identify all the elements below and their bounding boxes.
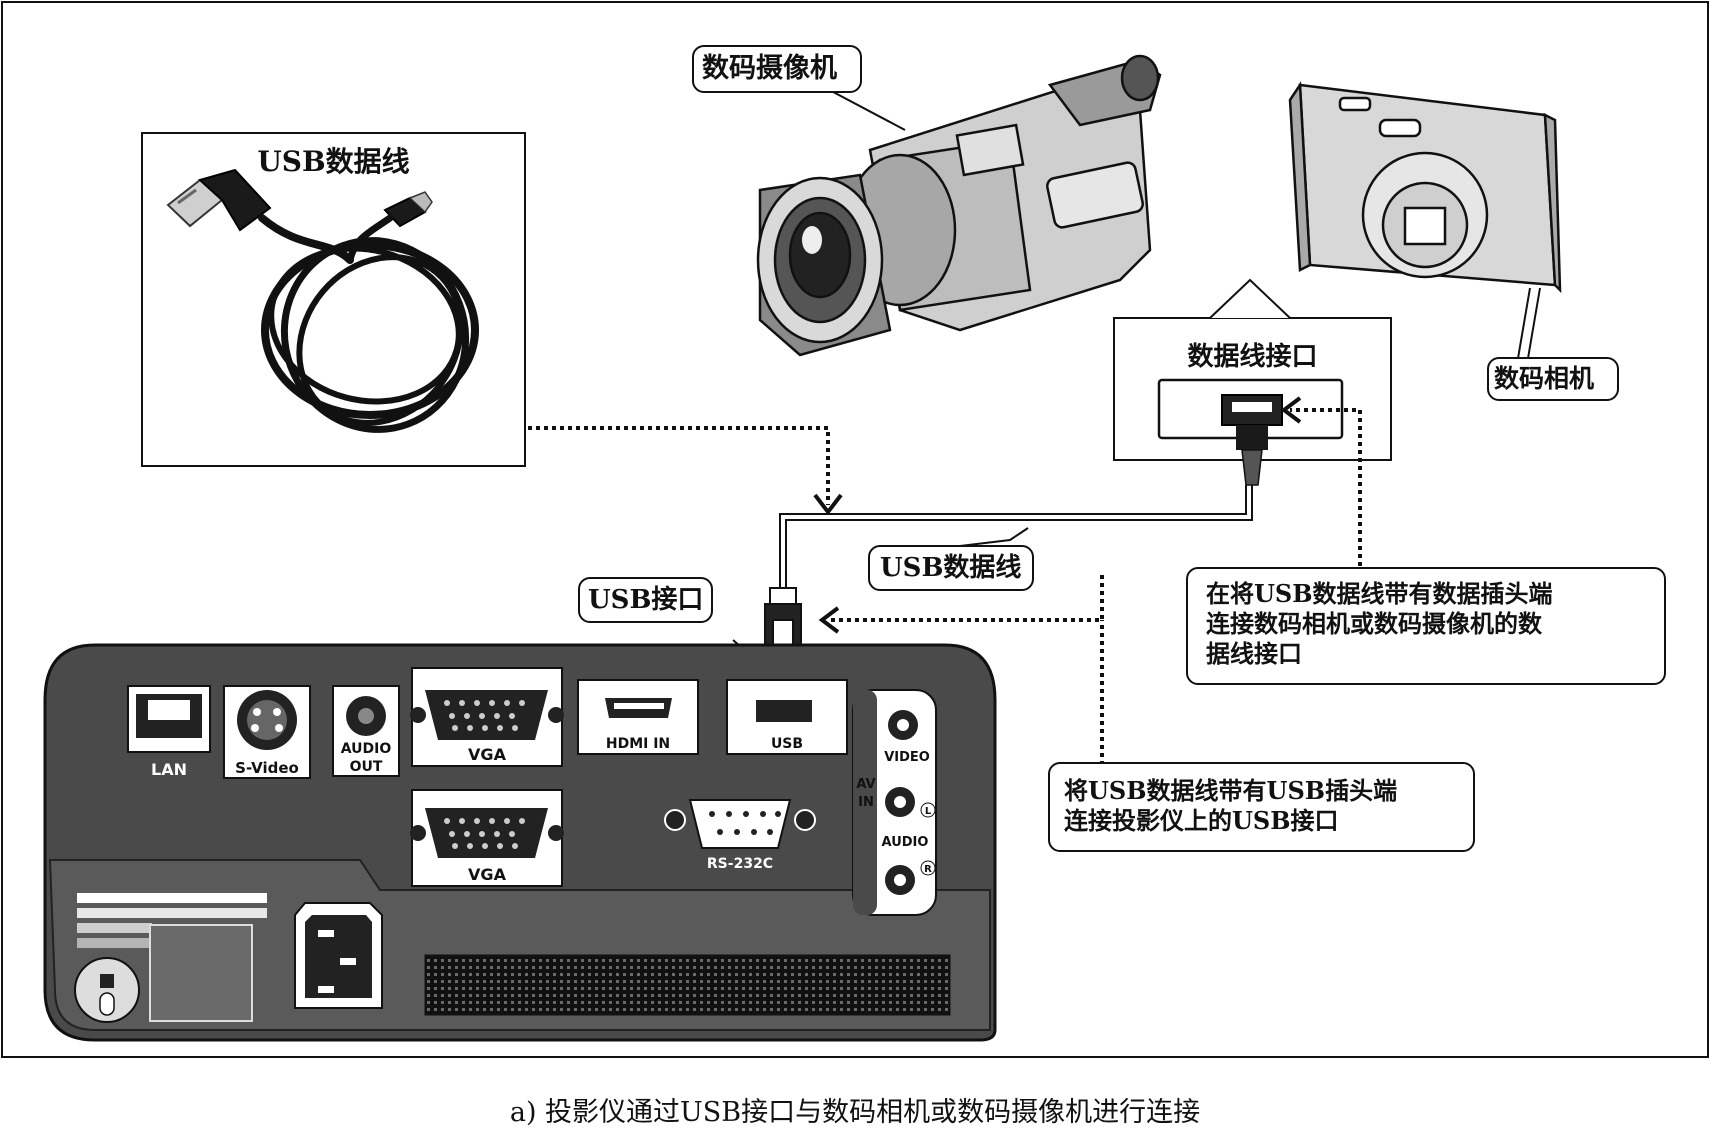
av-in-label-2: IN — [858, 795, 874, 810]
audio-label: AUDIO — [882, 835, 929, 850]
vga-connector-icon — [425, 690, 548, 740]
vga-bottom-label: VGA — [468, 865, 507, 884]
projector-end-note-line-2: 连接投影仪上的USB接口 — [1064, 806, 1339, 835]
dotted-arrows — [528, 408, 1362, 765]
svideo-label: S-Video — [235, 759, 299, 777]
panel-stripes — [77, 893, 267, 948]
audio-l-label: L — [925, 806, 932, 817]
hdmi-label: HDMI IN — [606, 736, 670, 752]
mini-usb-plug-icon — [383, 191, 433, 228]
digital-camera-illustration — [1288, 81, 1562, 294]
camcorder-illustration — [756, 54, 1162, 357]
camera-end-note: 在将USB数据线带有数据插头端 连接数码相机或数码摄像机的数 据线接口 — [1186, 567, 1666, 685]
video-label: VIDEO — [884, 750, 930, 765]
data-port-box-title: 数据线接口 — [1187, 342, 1318, 372]
camera-end-note-line-2: 连接数码相机或数码摄像机的数 — [1206, 609, 1542, 638]
figure-caption: a) 投影仪通过USB接口与数码相机或数码摄像机进行连接 — [509, 1097, 1201, 1128]
audio-r-label: R — [924, 864, 932, 875]
usb-port-label: USB — [771, 736, 803, 752]
projector-end-note: 将USB数据线带有USB插头端 连接投影仪上的USB接口 — [1048, 762, 1475, 852]
av-in-label-1: AV — [856, 777, 875, 792]
data-port-box — [1113, 278, 1392, 486]
usb-a-plug-icon — [166, 168, 272, 232]
lan-label: LAN — [151, 760, 187, 779]
camera-end-note-line-1: 在将USB数据线带有数据插头端 — [1206, 579, 1553, 608]
vent-grille — [424, 954, 951, 1016]
camera-end-note-line-3: 据线接口 — [1206, 639, 1302, 668]
outer-frame — [1, 1, 1709, 1058]
projector-back-panel: LAN S-Video AUDIO OUT VGA — [43, 643, 997, 1042]
usb-cable-photo — [141, 132, 526, 467]
kensington-lock-icon — [74, 957, 140, 1023]
vga-connector-icon — [425, 808, 548, 858]
power-socket-icon — [305, 915, 372, 998]
usb-cable-photo-title: USB数据线 — [257, 145, 410, 178]
projector-end-note-line-1: 将USB数据线带有USB插头端 — [1064, 776, 1398, 805]
digital-camera-callout: 数码相机 — [1487, 357, 1619, 401]
label-plate — [149, 924, 253, 1022]
vga-top-label: VGA — [468, 745, 507, 764]
camcorder-callout: 数码摄像机 — [692, 45, 862, 93]
usb-cable-line — [779, 485, 1253, 590]
camera-leader-line — [1515, 287, 1541, 371]
usb-socket-icon — [756, 700, 812, 722]
arrow-heads — [813, 396, 1302, 634]
audio-out-label-1: AUDIO — [341, 741, 392, 757]
rs232c-connector-icon — [688, 799, 792, 849]
usb-cable-callout: USB数据线 — [868, 545, 1034, 591]
rs232c-label: RS-232C — [707, 856, 773, 872]
usb-port-callout: USB接口 — [578, 577, 713, 623]
usb-cable-leader-line — [959, 527, 1029, 547]
audio-out-label-2: OUT — [350, 759, 383, 775]
coiled-cable-icon — [258, 214, 479, 433]
